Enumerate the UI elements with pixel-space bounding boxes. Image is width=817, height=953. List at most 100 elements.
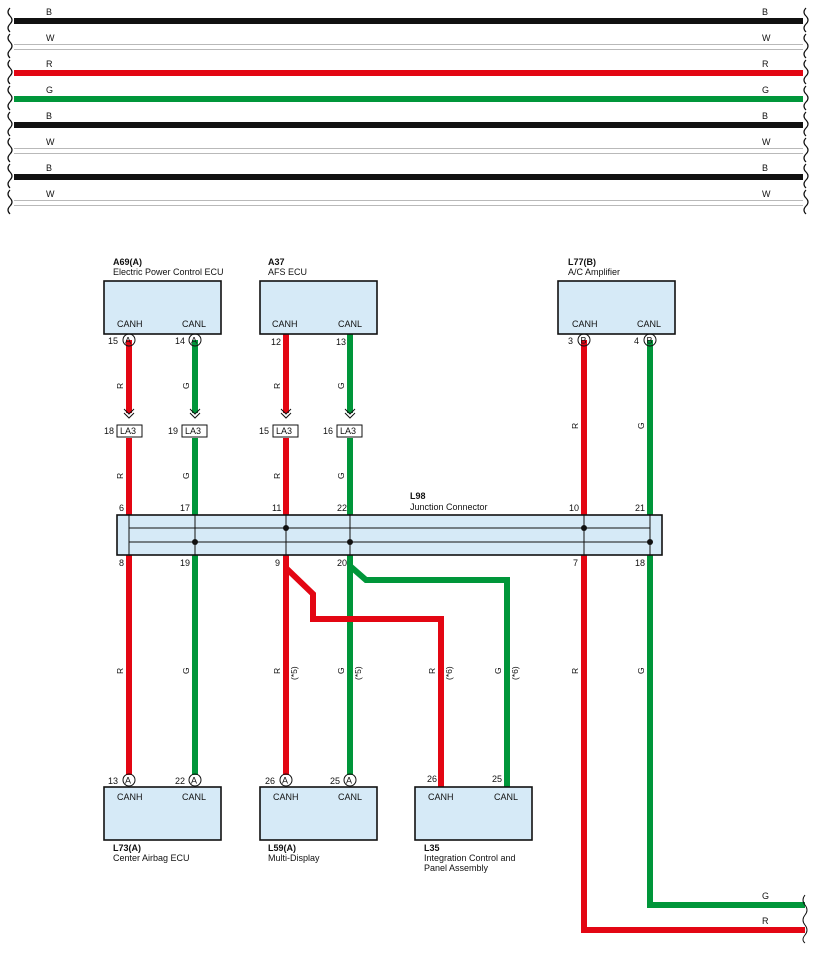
top-line-2-break-right (803, 33, 809, 59)
l77-canh-label: CANH (572, 319, 598, 329)
junction-top-pin-2: 17 (180, 503, 190, 513)
la3-2-pin: 19 (168, 426, 178, 436)
l77-canh-badge: B (581, 336, 587, 346)
la3-3-label: LA3 (276, 426, 292, 436)
la3-4-pin: 16 (323, 426, 333, 436)
l35-name-line1: Integration Control and (424, 853, 516, 863)
wire-l35-canl (348, 563, 510, 788)
top-line-1-label-right: B (762, 7, 768, 17)
top-line-6-break-left (7, 137, 13, 163)
label-l35-canh-note: (*6) (444, 666, 454, 680)
exit-wires: G R (762, 891, 808, 944)
l77-canl-label: CANL (637, 319, 661, 329)
wire-color-labels: R G R G R G R G R G R G R (*5) G (*5) R … (115, 382, 646, 680)
top-line-3-break-left (7, 59, 13, 85)
label-a37-canh-upper: R (272, 383, 282, 389)
exit-label-red: R (762, 916, 769, 926)
top-line-4-break-left (7, 85, 13, 111)
la3-2-label: LA3 (185, 426, 201, 436)
junction-name: Junction Connector (410, 502, 488, 512)
a69-name: Electric Power Control ECU (113, 267, 224, 277)
top-line-4-label-right: G (762, 85, 769, 95)
a37-canl-label: CANL (338, 319, 362, 329)
label-a37-canl-lower: G (336, 472, 346, 479)
l59-code: L59(A) (268, 843, 296, 853)
component-l59: 26 A 25 A CANH CANL L59(A) Multi-Display (259, 773, 378, 863)
l73-canh-pin: 13 (108, 776, 118, 786)
junction-top-pin-3: 11 (272, 503, 281, 513)
a37-canl-pin: 13 (336, 337, 346, 347)
la3-connector-3: LA3 15 (259, 408, 299, 438)
top-line-3-label-left: R (46, 59, 53, 69)
top-line-1-label-left: B (46, 7, 52, 17)
l35-canh-pin: 26 (427, 774, 437, 784)
junction-bottom-pin-2: 19 (180, 558, 190, 568)
top-line-4-label-left: G (46, 85, 53, 95)
label-l59-canl: G (336, 667, 346, 674)
top-line-7-break-left (7, 163, 13, 189)
top-line-4-break-right (803, 85, 809, 111)
top-line-7-break-right (803, 163, 809, 189)
top-line-5-label-right: B (762, 111, 768, 121)
l35-canl-label: CANL (494, 792, 518, 802)
top-line-8-break-left (7, 189, 13, 215)
a37-name: AFS ECU (268, 267, 307, 277)
la3-connector-2: LA3 19 (168, 408, 208, 438)
l77-canl-badge: B (647, 336, 653, 346)
a69-canl-badge: A (191, 336, 197, 346)
junction-bottom-pin-4: 20 (337, 558, 347, 568)
label-l73-canl: G (181, 667, 191, 674)
la3-connectors: LA3 18 LA3 19 LA3 15 LA3 16 (104, 408, 363, 438)
component-l77: L77(B) A/C Amplifier CANH CANL 3 B 4 B (557, 257, 676, 347)
label-l59-canh-note: (*5) (289, 666, 299, 680)
l35-canh-label: CANH (428, 792, 454, 802)
top-line-1-break-right (803, 7, 809, 33)
top-line-2-label-left: W (46, 33, 55, 43)
top-line-1-break-left (7, 7, 13, 33)
l73-canl-label: CANL (182, 792, 206, 802)
exit-label-green: G (762, 891, 769, 901)
l73-name: Center Airbag ECU (113, 853, 190, 863)
l35-code: L35 (424, 843, 440, 853)
label-a37-canh-lower: R (272, 473, 282, 479)
l35-canl-pin: 25 (492, 774, 502, 784)
junction-connector: L98 Junction Connector 6 17 11 22 10 21 … (116, 491, 663, 568)
l73-canh-badge: A (125, 776, 131, 786)
label-a69-canl-lower: G (181, 472, 191, 479)
a37-code: A37 (268, 257, 285, 267)
l59-canl-pin: 25 (330, 776, 340, 786)
l77-code: L77(B) (568, 257, 596, 267)
top-line-6-label-right: W (762, 137, 771, 147)
junction-bottom-pin-3: 9 (275, 558, 280, 568)
top-line-3-label-right: R (762, 59, 769, 69)
wire-l35-canh (283, 565, 444, 788)
l73-canh-label: CANH (117, 792, 143, 802)
l59-canh-label: CANH (273, 792, 299, 802)
junction-bottom-pin-5: 7 (573, 558, 578, 568)
label-l35-canl: G (493, 667, 503, 674)
junction-bottom-pin-6: 18 (635, 558, 645, 568)
component-l73: 13 A 22 A CANH CANL L73(A) Center Airbag… (103, 773, 222, 863)
top-line-3-break-right (803, 59, 809, 85)
label-a69-canl-upper: G (181, 382, 191, 389)
a37-canh-pin: 12 (271, 337, 281, 347)
label-l77-canl-upper: G (636, 422, 646, 429)
wire-l77-canl (647, 340, 805, 908)
l73-canl-badge: A (191, 776, 197, 786)
a69-canh-label: CANH (117, 319, 143, 329)
la3-connector-1: LA3 18 (104, 408, 143, 438)
top-line-2-label-right: W (762, 33, 771, 43)
la3-1-pin: 18 (104, 426, 114, 436)
l59-name: Multi-Display (268, 853, 320, 863)
top-line-7-label-left: B (46, 163, 52, 173)
label-l35-canl-note: (*6) (510, 666, 520, 680)
label-l77-canh-upper: R (570, 423, 580, 429)
label-l59-canh: R (272, 668, 282, 674)
l77-canl-pin: 4 (634, 336, 639, 346)
label-a69-canh-lower: R (115, 473, 125, 479)
top-line-8-label-right: W (762, 189, 771, 199)
label-l59-canl-note: (*5) (353, 666, 363, 680)
junction-code: L98 (410, 491, 426, 501)
top-line-5-break-left (7, 111, 13, 137)
